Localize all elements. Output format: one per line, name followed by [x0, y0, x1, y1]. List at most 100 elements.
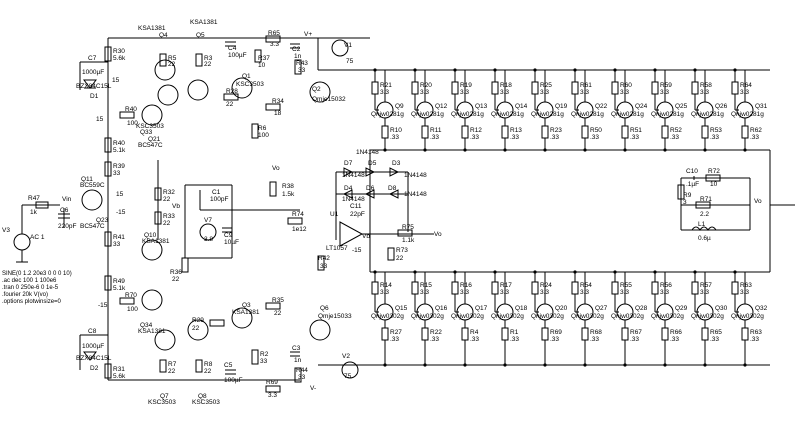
svg-text:.tran 0 250e-6 0 1e-5: .tran 0 250e-6 0 1e-5: [2, 285, 59, 291]
svg-text:R43: R43: [296, 60, 308, 67]
svg-text:R33: R33: [163, 213, 175, 220]
resistor-label: R22: [430, 329, 442, 336]
resistor-label: R68: [590, 329, 602, 336]
svg-text:100: 100: [258, 132, 269, 139]
resistor-value: .33: [710, 134, 719, 141]
svg-text:100: 100: [127, 306, 138, 313]
svg-text:.fourier 20k V(vo): .fourier 20k V(vo): [2, 292, 48, 298]
base-resistor: [531, 281, 539, 295]
svg-text:1N4148: 1N4148: [404, 172, 427, 179]
resistor-label: R1: [510, 329, 519, 336]
resistor-label: R12: [470, 127, 482, 134]
resistor-label: R64: [740, 82, 752, 89]
resistor-value: .33: [470, 336, 479, 343]
svg-text:Vo: Vo: [272, 165, 280, 172]
resistor-value: .33: [710, 336, 719, 343]
svg-text:R31: R31: [113, 366, 125, 373]
upper-output-devices: R213.3Q9Qnjw0281gR10.33R203.3Q12Qnjw0281…: [371, 68, 768, 152]
svg-text:75: 75: [344, 373, 352, 380]
transistor-label: Q17: [475, 305, 488, 312]
resistor-value: .33: [430, 134, 439, 141]
svg-text:R42: R42: [318, 255, 330, 262]
resistor-label: R58: [700, 82, 712, 89]
svg-text:LT1057: LT1057: [326, 245, 348, 252]
transistor-q6: [309, 319, 331, 341]
svg-text:C7: C7: [88, 55, 97, 62]
resistor-label: R16: [460, 282, 472, 289]
transistor-label: Q13: [475, 103, 488, 110]
base-resistor: [651, 281, 659, 295]
transistor-label: Q28: [635, 305, 648, 312]
svg-text:V3: V3: [2, 227, 10, 234]
transistor-label: Q22: [595, 103, 608, 110]
svg-text:L1: L1: [698, 221, 706, 228]
svg-text:R28: R28: [226, 88, 238, 95]
svg-text:3.3: 3.3: [268, 392, 277, 399]
svg-text:Qmje15033: Qmje15033: [318, 313, 352, 320]
svg-text:R35: R35: [272, 297, 284, 304]
svg-text:22: 22: [168, 368, 176, 375]
svg-text:.options plotwinsize=0: .options plotwinsize=0: [2, 299, 62, 305]
transistor-type: Qnjw0281g: [451, 111, 484, 118]
transistor-label: Q12: [435, 103, 448, 110]
resistor-label: R67: [630, 329, 642, 336]
svg-text:Q23: Q23: [96, 217, 109, 224]
transistor-q7: [187, 319, 209, 341]
svg-text:BZX84C15L: BZX84C15L: [76, 355, 112, 362]
svg-text:R40: R40: [113, 140, 125, 147]
transistor-label: Q26: [715, 103, 728, 110]
transistor-type: Qnjw0281g: [691, 111, 724, 118]
svg-text:22: 22: [163, 196, 171, 203]
svg-text:R37: R37: [258, 55, 270, 62]
transistor-q8: [154, 329, 176, 351]
svg-text:R3: R3: [204, 55, 213, 62]
transistor-q34: [141, 289, 163, 311]
svg-text:5.1k: 5.1k: [113, 147, 126, 154]
resistor-label: R15: [420, 282, 432, 289]
resistor-label: R66: [670, 329, 682, 336]
svg-text:D7: D7: [344, 160, 353, 167]
transistor-type: Qnjw0302g: [571, 313, 604, 320]
svg-text:V1: V1: [344, 42, 352, 49]
base-resistor: [451, 281, 459, 295]
svg-text:Vb: Vb: [362, 233, 370, 240]
svg-text:C6: C6: [60, 207, 69, 214]
resistor-label: R60: [620, 82, 632, 89]
emitter-resistor: [701, 327, 709, 341]
base-resistor: [611, 81, 619, 95]
svg-text:R36: R36: [170, 269, 182, 276]
svg-text:Qmje15032: Qmje15032: [312, 96, 346, 103]
resistor-label: R14: [380, 282, 392, 289]
base-resistor: [611, 281, 619, 295]
svg-text:33: 33: [113, 170, 121, 177]
svg-text:-15: -15: [352, 247, 362, 254]
transistor-type: Qnjw0302g: [731, 313, 764, 320]
svg-text:V2: V2: [342, 353, 350, 360]
svg-text:18: 18: [274, 110, 282, 117]
emitter-resistor: [581, 125, 589, 139]
resistor-label: R50: [590, 127, 602, 134]
emitter-resistor: [661, 125, 669, 139]
resistor-label: R53: [710, 127, 722, 134]
svg-text:KSA1381: KSA1381: [190, 19, 218, 26]
resistor-label: R11: [430, 127, 442, 134]
svg-text:R2: R2: [260, 351, 269, 358]
svg-text:-15: -15: [98, 302, 108, 309]
resistor-value: .33: [550, 336, 559, 343]
resistor-label: R20: [420, 82, 432, 89]
svg-text:33: 33: [113, 241, 121, 248]
svg-text:5.6k: 5.6k: [113, 55, 126, 62]
svg-text:KSC3503: KSC3503: [136, 123, 164, 130]
svg-text:15: 15: [112, 77, 120, 84]
svg-text:R75: R75: [402, 224, 414, 231]
svg-text:BC547C: BC547C: [138, 142, 163, 149]
transistor-type: Qnjw0281g: [651, 111, 684, 118]
svg-text:R65: R65: [268, 30, 280, 37]
source-v2: [341, 361, 359, 379]
resistor-label: R52: [670, 127, 682, 134]
svg-text:22: 22: [204, 368, 212, 375]
rails: [107, 37, 795, 381]
resistor-label: R69: [550, 329, 562, 336]
transistor-type: Qnjw0302g: [651, 313, 684, 320]
